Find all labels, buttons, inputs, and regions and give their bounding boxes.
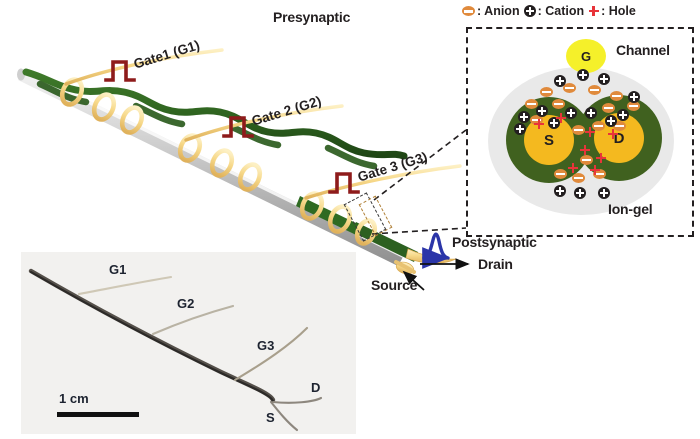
- cation-icon: [514, 123, 526, 135]
- anion-icon: [592, 121, 605, 131]
- scalebar-label: 1 cm: [59, 391, 89, 406]
- cation-icon: [518, 111, 530, 123]
- anion-icon: [462, 6, 475, 16]
- hole-icon: [556, 113, 566, 123]
- photo-fiber-drawing: [21, 252, 356, 434]
- cation-icon: [536, 105, 548, 117]
- gate2-pulse-waveform-icon: [222, 116, 254, 138]
- gate-electrode: G: [566, 39, 606, 73]
- anion-icon: [540, 87, 553, 97]
- cation-icon: [548, 117, 560, 129]
- hole-icon: [580, 145, 590, 155]
- anion-icon: [552, 99, 565, 109]
- photo-label-g1: G1: [109, 262, 127, 277]
- anion-icon: [530, 115, 543, 125]
- anion-icon: [613, 121, 626, 131]
- hole-icon: [590, 165, 600, 175]
- scale-bar: [57, 412, 139, 417]
- hole-icon: [588, 6, 599, 17]
- postsynaptic-label: Postsynaptic: [452, 234, 537, 250]
- gate1-lead: [64, 48, 224, 86]
- hole-icon: [534, 119, 544, 129]
- gate-lead-wires: [64, 48, 462, 200]
- cation-icon: [598, 73, 610, 85]
- source-label: Source: [371, 277, 418, 293]
- iongel-label: Ion-gel: [608, 201, 653, 217]
- anion-icon: [627, 101, 640, 111]
- anion-icon: [525, 99, 538, 109]
- cation-icon: [565, 107, 577, 119]
- legend-item-hole: : Hole: [588, 4, 636, 18]
- device-photograph: G1 G2 G3 D S 1 cm: [21, 252, 356, 434]
- anion-icon: [572, 173, 585, 183]
- anion-icon: [554, 169, 567, 179]
- cation-icon: [554, 185, 566, 197]
- source-arrow: [402, 270, 425, 291]
- drain-label: Drain: [478, 256, 513, 272]
- cation-icon: [598, 187, 610, 199]
- photo-label-g2: G2: [177, 296, 195, 311]
- gate2-lead: [184, 104, 344, 142]
- channel-label: Channel: [616, 42, 670, 58]
- photo-label-d: D: [311, 380, 321, 395]
- anion-icon: [580, 155, 593, 165]
- legend-label-anion: : Anion: [477, 4, 520, 18]
- cation-icon: [605, 115, 617, 127]
- legend-label-cation: : Cation: [537, 4, 585, 18]
- ion-legend: : Anion : Cation : Hole: [462, 4, 636, 18]
- photo-label-g3: G3: [257, 338, 275, 353]
- cation-icon: [628, 91, 640, 103]
- legend-item-anion: : Anion: [462, 4, 520, 18]
- gate3-pulse-waveform-icon: [328, 172, 360, 194]
- legend-item-cation: : Cation: [523, 4, 585, 18]
- gate-wires: [59, 77, 378, 246]
- fiber-drain-segment: [296, 196, 418, 262]
- cross-section-inset: S D G: [466, 27, 694, 237]
- cation-icon: [617, 109, 629, 121]
- inset-connector-lines: [371, 129, 467, 235]
- fiber-green-underpass: [36, 80, 378, 170]
- anion-icon: [610, 91, 623, 101]
- photo-label-s: S: [266, 410, 275, 425]
- gate1-pulse-waveform-icon: [104, 60, 136, 82]
- presynaptic-label: Presynaptic: [273, 9, 351, 25]
- cation-icon: [585, 107, 597, 119]
- hole-icon: [596, 153, 606, 163]
- legend-label-hole: : Hole: [601, 4, 636, 18]
- anion-icon: [572, 125, 585, 135]
- cation-icon: [523, 5, 536, 17]
- anion-icon: [563, 83, 576, 93]
- cation-icon: [574, 187, 586, 199]
- fiber-green-channel: [22, 68, 408, 160]
- cation-icon: [554, 75, 566, 87]
- anion-icon: [602, 103, 615, 113]
- anion-icon: [588, 85, 601, 95]
- hole-icon: [568, 163, 578, 173]
- gate3-lead: [304, 164, 462, 200]
- hole-icon: [608, 129, 618, 139]
- postsynaptic-spike-icon: [422, 232, 450, 269]
- anion-icon: [593, 169, 606, 179]
- hole-icon: [585, 127, 595, 137]
- cation-icon: [577, 69, 589, 81]
